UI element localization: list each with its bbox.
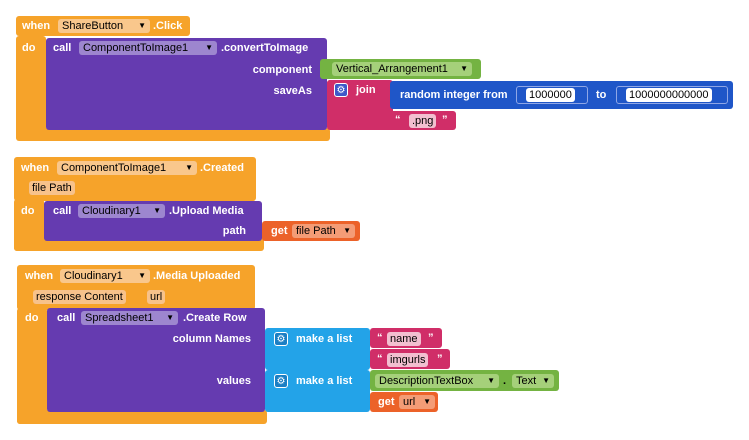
chevron-down-icon: ▼ <box>185 163 193 172</box>
call-block-createRow[interactable] <box>47 308 265 412</box>
get-label: get <box>378 396 395 408</box>
param-url[interactable]: url <box>147 290 166 304</box>
string-png-field[interactable]: .png <box>409 114 437 128</box>
chevron-down-icon: ▼ <box>153 206 161 215</box>
get-var-label: url <box>403 396 416 408</box>
gear-icon[interactable]: ⚙ <box>274 374 288 388</box>
dot-label: . <box>503 375 507 387</box>
quote-close-icon: ” <box>428 332 434 344</box>
chevron-down-icon: ▼ <box>205 43 213 52</box>
do-label: do <box>21 205 35 217</box>
property-name-dropdown[interactable]: Text ▼ <box>512 374 554 388</box>
string-name-field[interactable]: name <box>387 332 421 346</box>
number-from-field[interactable]: 1000000 <box>526 88 575 102</box>
arg-saveAs-label: saveAs <box>273 85 312 97</box>
gear-icon[interactable]: ⚙ <box>334 83 348 97</box>
chevron-down-icon: ▼ <box>138 271 146 280</box>
chevron-down-icon: ▼ <box>343 226 351 235</box>
event-name-label: .Created <box>200 162 245 174</box>
event-name-label: .Media Uploaded <box>153 270 241 282</box>
get-var-dropdown[interactable]: file Path ▼ <box>292 224 355 238</box>
quote-close-icon: ” <box>442 114 448 126</box>
chevron-down-icon: ▼ <box>460 64 468 73</box>
quote-open-icon: “ <box>395 114 401 126</box>
method-label: .convertToImage <box>221 42 309 54</box>
component-block-dropdown[interactable]: Vertical_Arrangement1 ▼ <box>332 62 472 76</box>
when-label: when <box>22 20 51 32</box>
property-component-label: DescriptionTextBox <box>379 375 474 387</box>
arg-values-label: values <box>216 375 251 387</box>
arg-column-names-label: column Names <box>172 333 251 345</box>
component-dropdown[interactable]: ComponentToImage1 ▼ <box>57 161 197 175</box>
call-component-label: Spreadsheet1 <box>85 312 154 324</box>
do-label: do <box>22 42 36 54</box>
when-label: when <box>21 162 50 174</box>
arg-path-label: path <box>222 225 246 237</box>
method-label: .Upload Media <box>169 205 244 217</box>
component-dropdown-label: ShareButton <box>62 20 124 32</box>
event-block-do-rail <box>16 36 46 140</box>
component-dropdown[interactable]: Cloudinary1 ▼ <box>60 269 150 283</box>
chevron-down-icon: ▼ <box>138 21 146 30</box>
string-imgurls-field[interactable]: imgurls <box>387 353 429 367</box>
to-label: to <box>596 89 607 101</box>
call-label: call <box>53 42 72 54</box>
call-component-label: ComponentToImage1 <box>83 42 189 54</box>
chevron-down-icon: ▼ <box>542 376 550 385</box>
make-list-label: make a list <box>296 333 353 345</box>
component-dropdown-label: Cloudinary1 <box>64 270 123 282</box>
param-file-path[interactable]: file Path <box>29 181 75 195</box>
arg-component-label: component <box>252 64 312 76</box>
param-response-content[interactable]: response Content <box>33 290 126 304</box>
call-component-dropdown[interactable]: Cloudinary1 ▼ <box>78 204 165 218</box>
join-label: join <box>356 84 376 96</box>
component-block-label: Vertical_Arrangement1 <box>336 63 448 75</box>
call-component-dropdown[interactable]: ComponentToImage1 ▼ <box>79 41 217 55</box>
get-var-label: file Path <box>296 225 336 237</box>
component-dropdown[interactable]: ShareButton ▼ <box>58 19 150 33</box>
get-label: get <box>271 225 288 237</box>
gear-icon[interactable]: ⚙ <box>274 332 288 346</box>
event-block-footer <box>14 238 264 251</box>
make-list-label: make a list <box>296 375 353 387</box>
quote-close-icon: ” <box>437 353 443 365</box>
component-dropdown-label: ComponentToImage1 <box>61 162 167 174</box>
quote-open-icon: “ <box>377 353 383 365</box>
property-component-dropdown[interactable]: DescriptionTextBox ▼ <box>375 374 499 388</box>
quote-open-icon: “ <box>377 332 383 344</box>
event-block-footer <box>16 128 330 141</box>
call-label: call <box>53 205 72 217</box>
call-component-label: Cloudinary1 <box>82 205 141 217</box>
chevron-down-icon: ▼ <box>423 397 431 406</box>
call-label: call <box>57 312 76 324</box>
property-name-label: Text <box>516 375 537 387</box>
get-var-dropdown[interactable]: url ▼ <box>399 395 435 409</box>
event-block-footer <box>17 410 267 424</box>
method-label: .Create Row <box>183 312 247 324</box>
random-integer-label: random integer from <box>400 89 508 101</box>
chevron-down-icon: ▼ <box>487 376 495 385</box>
chevron-down-icon: ▼ <box>166 313 174 322</box>
call-component-dropdown[interactable]: Spreadsheet1 ▼ <box>81 311 178 325</box>
event-block-do-rail <box>17 308 47 424</box>
do-label: do <box>25 312 39 324</box>
event-name-label: .Click <box>153 20 183 32</box>
when-label: when <box>25 270 54 282</box>
number-to-field[interactable]: 1000000000000 <box>626 88 712 102</box>
